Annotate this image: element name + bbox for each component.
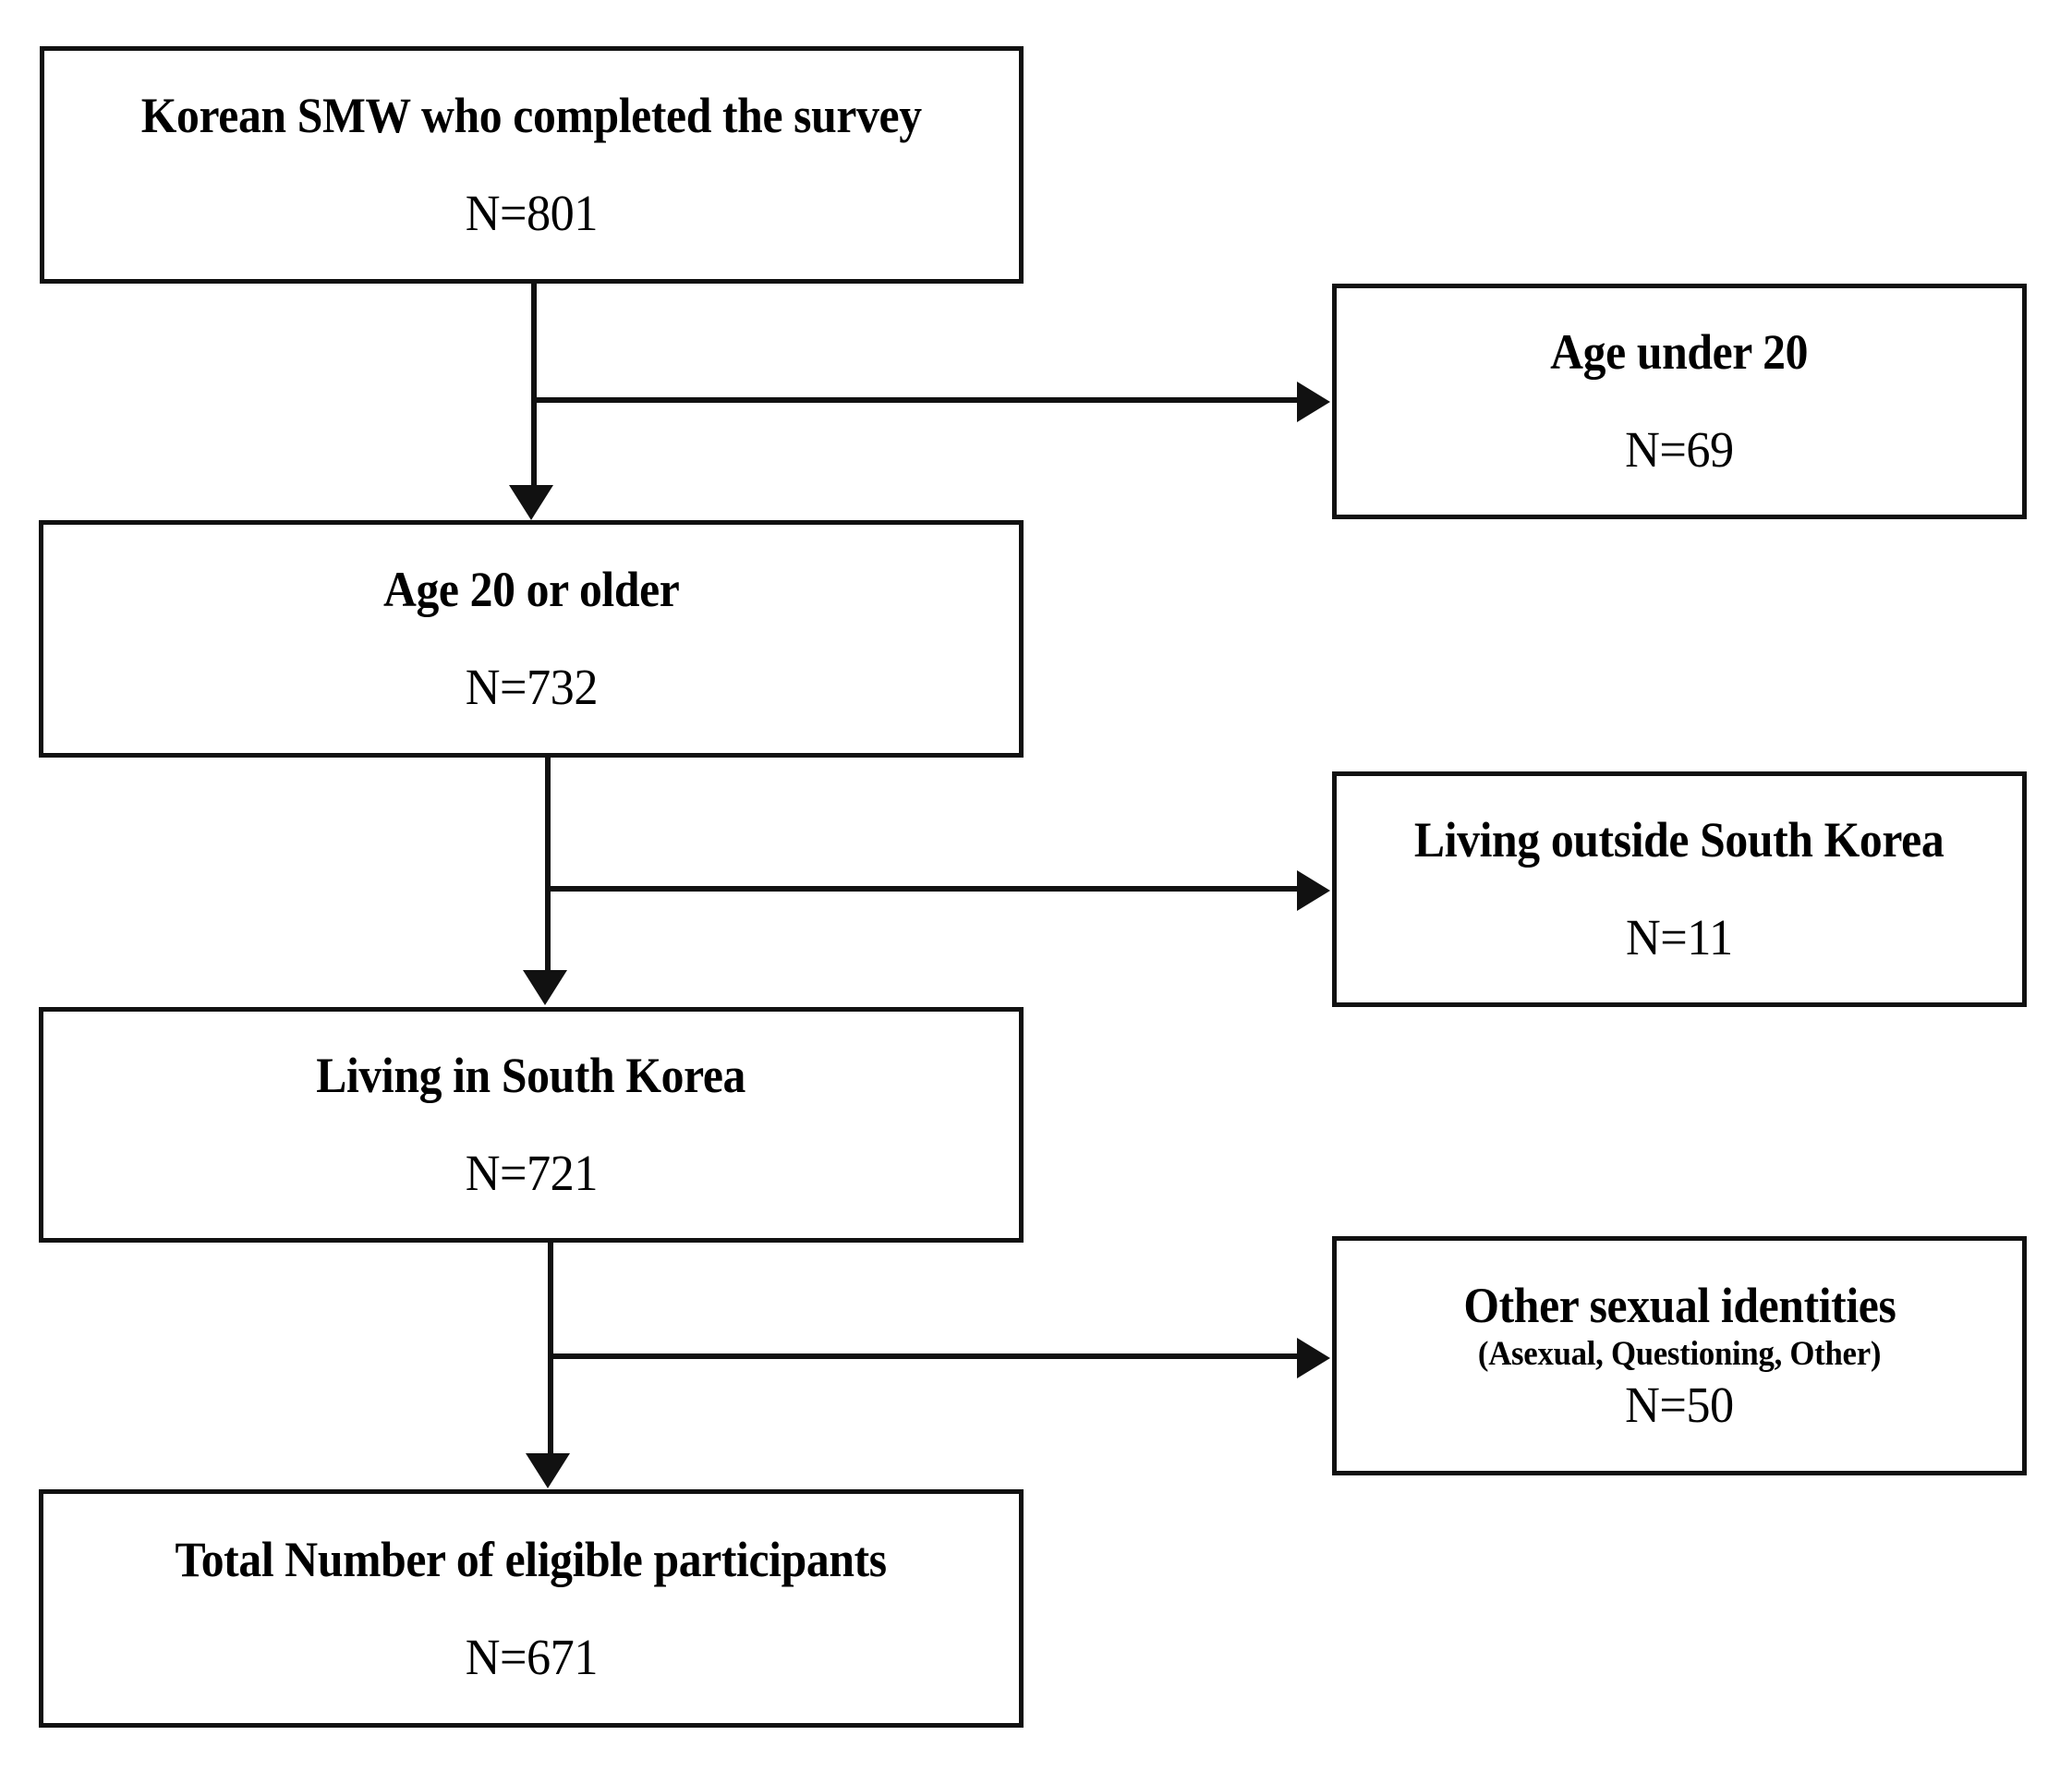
arrow-right-icon [1297, 382, 1330, 422]
exclusion-node-subtitle: (Asexual, Questioning, Other) [1477, 1335, 1882, 1374]
exclusion-node-count: N=11 [1626, 909, 1733, 966]
exclusion-node-title: Living outside South Korea [1414, 812, 1945, 868]
flow-node-count: N=671 [465, 1628, 598, 1685]
connector-line-exclude-outside-korea [548, 886, 1299, 892]
connector-line-exclude-age-under-20 [534, 397, 1299, 403]
arrow-right-icon [1297, 870, 1330, 911]
exclusion-node-other-identities: Other sexual identities (Asexual, Questi… [1332, 1236, 2027, 1475]
flow-node-count: N=732 [465, 659, 598, 716]
flow-node-title: Korean SMW who completed the survey [141, 88, 922, 143]
arrow-right-icon [1297, 1338, 1330, 1378]
connector-line-living-in-korea-to-eligible [548, 1243, 553, 1457]
arrow-down-icon [509, 485, 553, 520]
flow-node-title: Living in South Korea [316, 1048, 746, 1103]
arrow-down-icon [523, 970, 567, 1005]
flow-node-eligible-total: Total Number of eligible participants N=… [39, 1489, 1024, 1728]
exclusion-node-title: Age under 20 [1550, 324, 1809, 380]
exclusion-node-outside-korea: Living outside South Korea N=11 [1332, 771, 2027, 1007]
flow-node-count: N=801 [465, 185, 599, 242]
exclusion-node-count: N=69 [1625, 421, 1734, 479]
arrow-down-icon [526, 1453, 570, 1488]
exclusion-node-title: Other sexual identities [1462, 1278, 1896, 1334]
flow-node-count: N=721 [465, 1145, 598, 1202]
flow-node-title: Age 20 or older [382, 562, 680, 617]
connector-line-age20-to-living-in-korea [545, 758, 551, 972]
exclusion-node-age-under-20: Age under 20 N=69 [1332, 284, 2027, 519]
exclusion-node-count: N=50 [1625, 1377, 1734, 1434]
connector-line-exclude-other-identities [551, 1353, 1299, 1359]
flow-node-living-in-korea: Living in South Korea N=721 [39, 1007, 1024, 1243]
flow-node-age-20-or-older: Age 20 or older N=732 [39, 520, 1024, 758]
flow-node-total-surveyed: Korean SMW who completed the survey N=80… [40, 46, 1024, 284]
connector-line-total-to-age20 [531, 284, 537, 489]
flow-node-title: Total Number of eligible participants [175, 1531, 888, 1587]
